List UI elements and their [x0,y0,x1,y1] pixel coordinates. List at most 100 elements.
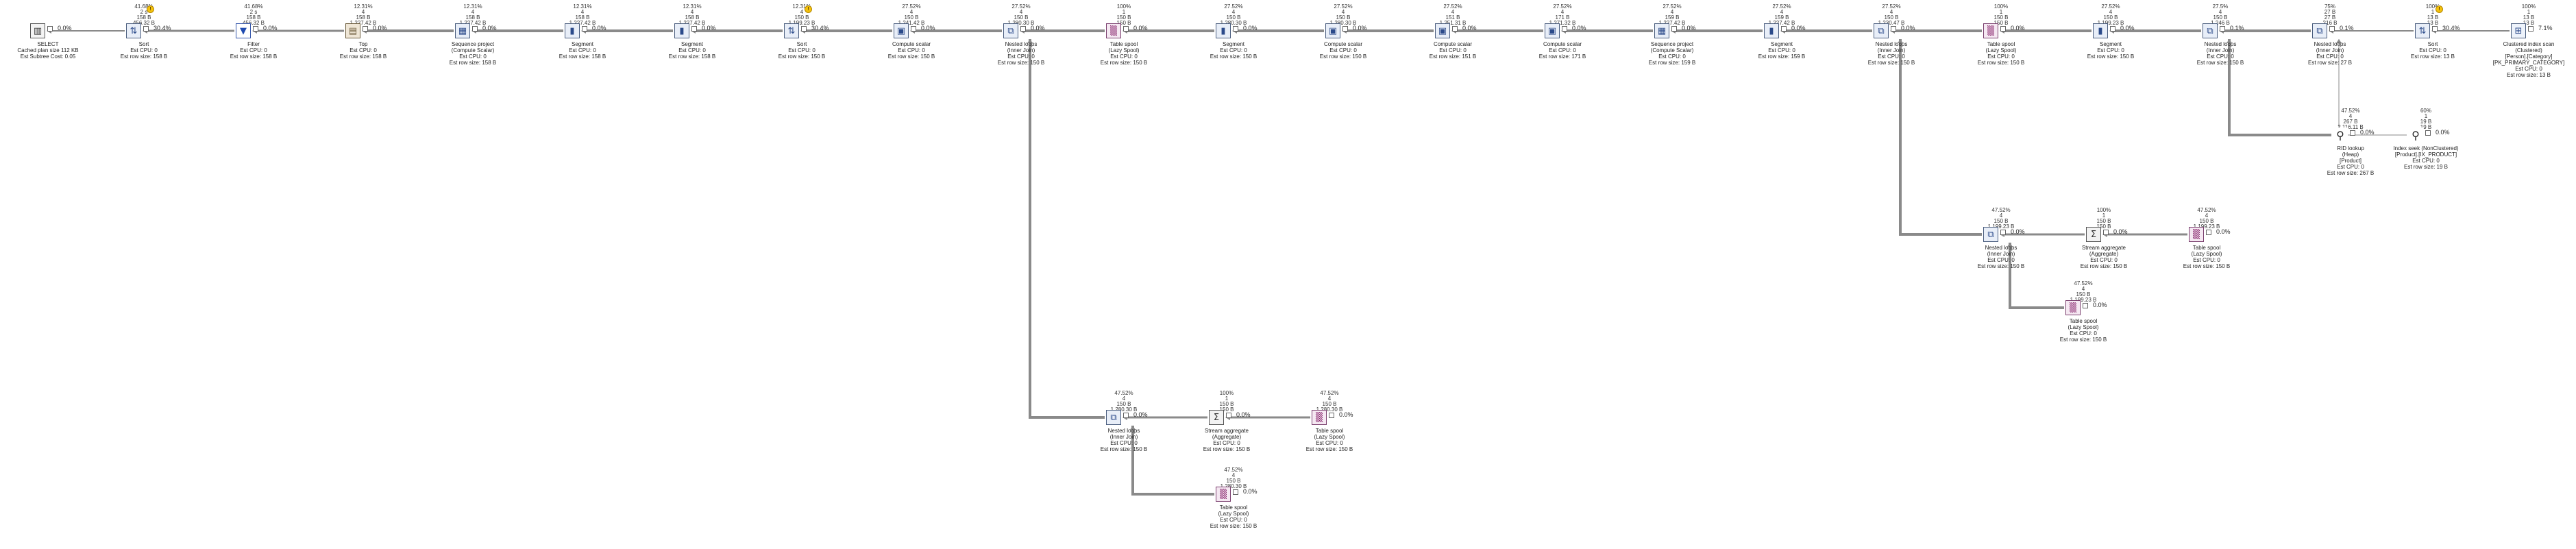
spool-operator-icon[interactable]: ▒ [1106,23,1121,38]
properties-badge-icon[interactable] [1342,26,1348,32]
node-cost-percent: 0.0% [2360,129,2375,136]
seq-operator-icon[interactable]: ▦ [1654,23,1669,38]
properties-badge-icon[interactable] [2220,26,2225,32]
segment-operator-icon[interactable]: ▮ [565,23,580,38]
operator-glyph: ▒ [1220,489,1227,500]
properties-badge-icon[interactable] [911,26,916,32]
properties-badge-icon[interactable] [2350,130,2355,136]
spool-operator-icon[interactable]: ▒ [1216,487,1231,502]
node-label-line: Est CPU: 0 [2090,257,2118,263]
properties-badge-icon[interactable] [1781,26,1787,32]
properties-badge-icon[interactable] [2206,230,2211,235]
properties-badge-icon[interactable] [691,26,697,32]
node-stat-line: 13 B [2523,14,2535,21]
select-operator-icon[interactable]: ▥ [30,23,45,38]
properties-badge-icon[interactable] [1233,26,1238,32]
properties-badge-icon[interactable] [2083,303,2088,308]
properties-badge-icon[interactable] [2110,26,2115,32]
nested-operator-icon[interactable]: ⧉ [2203,23,2218,38]
properties-badge-icon[interactable] [801,26,807,32]
properties-badge-icon[interactable] [1671,26,1677,32]
nested-operator-icon[interactable]: ⧉ [2312,23,2327,38]
spool-operator-icon[interactable]: ▒ [2065,300,2081,315]
properties-badge-icon[interactable] [1123,413,1129,418]
node-label-line: (Inner Join) [2316,47,2344,53]
node-label-line: Est CPU: 0 [1110,440,1138,446]
sort-operator-icon[interactable]: ⇅ [784,23,799,38]
node-label-line: Cached plan size 112 KB [17,47,79,53]
properties-badge-icon[interactable] [1233,489,1238,495]
top-operator-icon[interactable]: ▤ [345,23,360,38]
properties-badge-icon[interactable] [2000,230,2006,235]
properties-badge-icon[interactable] [1329,413,1334,418]
properties-badge-icon[interactable] [2329,26,2335,32]
operator-glyph: ▣ [896,25,906,36]
sort-operator-icon[interactable]: ⇅ [126,23,141,38]
properties-badge-icon[interactable] [363,26,368,32]
node-label: Sequence project(Compute Scalar)Est CPU:… [432,41,514,66]
nested-operator-icon[interactable]: ⧉ [1874,23,1889,38]
segment-operator-icon[interactable]: ▮ [674,23,689,38]
lookup-operator-icon[interactable]: ⚲ [2333,127,2348,143]
warning-icon[interactable]: ! [147,5,154,13]
node-stat-line: 1 [2424,113,2428,119]
spool-operator-icon[interactable]: ▒ [1983,23,1998,38]
node-label-line: Est row size: 158 B [449,60,497,66]
node-label-line: Segment [1770,41,1793,47]
nested-operator-icon[interactable]: ⧉ [1983,227,1998,242]
segment-operator-icon[interactable]: ▮ [1764,23,1779,38]
stream-operator-icon[interactable]: Σ [2086,227,2101,242]
nested-operator-icon[interactable]: ⧉ [1106,410,1121,425]
node-stat-line: 4 [580,9,585,15]
node-label-line: Est CPU: 0 [1220,47,1247,53]
properties-badge-icon[interactable] [1226,413,1231,418]
node-label-line: Est row size: 150 B [1210,523,1258,529]
sort-operator-icon[interactable]: ⇅ [2415,23,2430,38]
node-label-line: Est row size: 150 B [2183,263,2231,269]
properties-badge-icon[interactable] [472,26,478,32]
seek-operator-icon[interactable]: ⚲ [2408,127,2423,143]
node-stat-line: 2,116.11 B [2338,124,2364,130]
properties-badge-icon[interactable] [582,26,587,32]
segment-operator-icon[interactable]: ▮ [2093,23,2108,38]
warning-icon[interactable]: ! [805,5,812,13]
node-stat-line: 12.31% [792,3,811,10]
properties-badge-icon[interactable] [1123,26,1129,32]
node-stat-line: 100% [1116,3,1131,10]
properties-badge-icon[interactable] [143,26,149,32]
node-stat-line: 150 B [1219,401,1234,407]
compute-operator-icon[interactable]: ▣ [1545,23,1560,38]
node-label-line: Est CPU: 0 [2097,47,2124,53]
properties-badge-icon[interactable] [2432,26,2438,32]
node-stat-line: 12.31% [573,3,592,10]
properties-badge-icon[interactable] [2103,230,2109,235]
stream-operator-icon[interactable]: Σ [1209,410,1224,425]
operator-glyph: ▤ [348,25,358,36]
compute-operator-icon[interactable]: ▣ [1435,23,1450,38]
properties-badge-icon[interactable] [2000,26,2006,32]
properties-badge-icon[interactable] [47,26,53,32]
compute-operator-icon[interactable]: ▣ [1325,23,1340,38]
properties-badge-icon[interactable] [2528,26,2534,32]
scan-operator-icon[interactable]: ⊞ [2511,23,2526,38]
properties-badge-icon[interactable] [1452,26,1458,32]
segment-operator-icon[interactable]: ▮ [1216,23,1231,38]
properties-badge-icon[interactable] [2425,130,2431,136]
properties-badge-icon[interactable] [253,26,258,32]
spool-operator-icon[interactable]: ▒ [1312,410,1327,425]
warning-icon[interactable]: ! [2436,5,2443,13]
compute-operator-icon[interactable]: ▣ [894,23,909,38]
operator-glyph: ▮ [1220,25,1226,36]
nested-operator-icon[interactable]: ⧉ [1003,23,1018,38]
filter-operator-icon[interactable]: ▼ [236,23,251,38]
properties-badge-icon[interactable] [1562,26,1567,32]
spool-operator-icon[interactable]: ▒ [2189,227,2204,242]
seq-operator-icon[interactable]: ▦ [455,23,470,38]
properties-badge-icon[interactable] [1020,26,1026,32]
properties-badge-icon[interactable] [1891,26,1896,32]
node-stat-line: 1 [1122,9,1126,15]
node-label-line: [Product].[IX_PRODUCT] [2394,151,2457,158]
